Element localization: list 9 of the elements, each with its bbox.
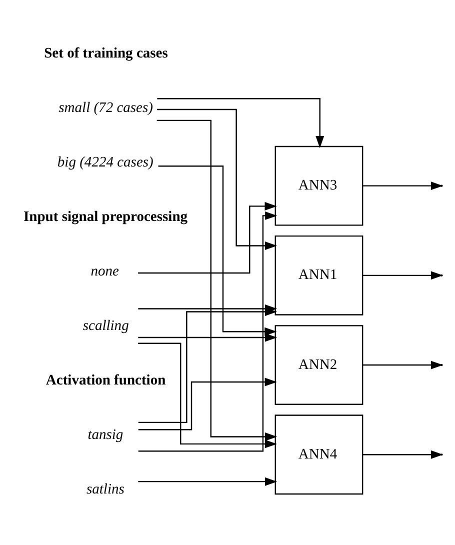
label: Input signal preprocessing xyxy=(23,208,188,225)
node-text: big (4224 cases) xyxy=(56,154,153,170)
label: Activation function xyxy=(45,372,166,388)
node-text: none xyxy=(90,263,118,280)
node-text: small (72 cases) xyxy=(58,100,152,116)
node-text: tansig xyxy=(87,426,123,443)
node-text: satlins xyxy=(86,481,124,497)
node-text: scalling xyxy=(82,318,128,334)
label: Set of training cases xyxy=(44,45,168,62)
